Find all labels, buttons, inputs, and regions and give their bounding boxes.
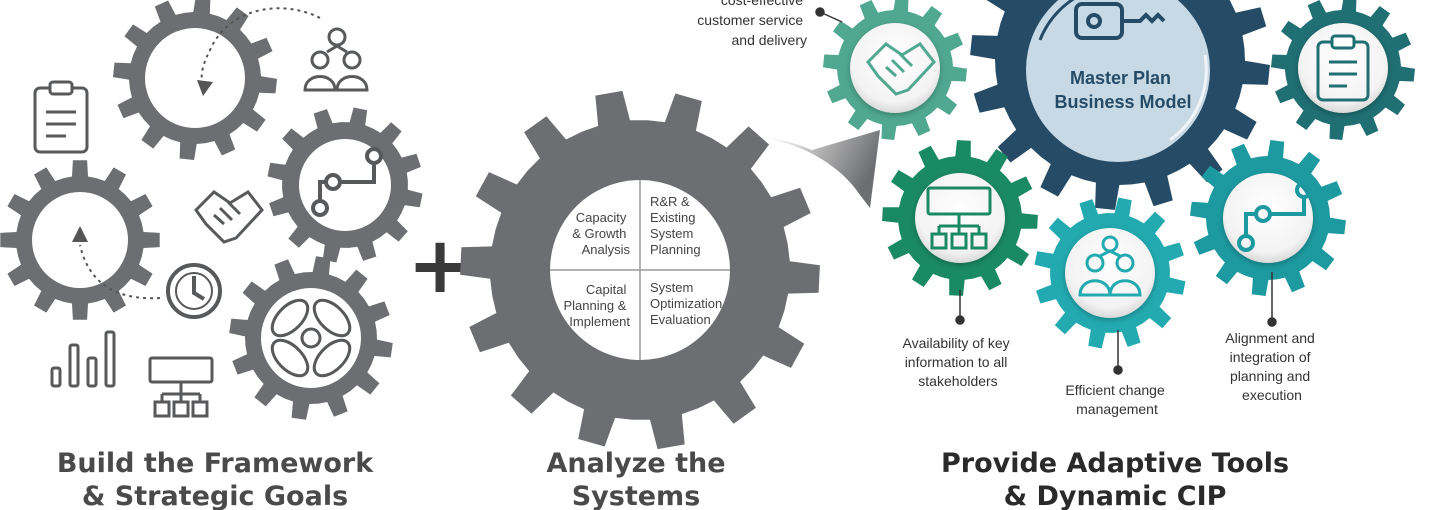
framework-caption-line1: Build the Framework <box>57 448 374 479</box>
key-icon <box>1074 2 1166 40</box>
callout-dot <box>1113 365 1123 375</box>
clock-icon <box>166 263 222 319</box>
rotation-arc <box>1038 0 1075 41</box>
clipboard-icon <box>1316 34 1370 102</box>
org-chart-icon <box>148 356 214 418</box>
framework-group: Build the Framework & Strategic Goals <box>0 0 423 510</box>
analyze-caption-line1: Analyze the <box>546 448 725 479</box>
arrow-head <box>197 80 213 96</box>
path-icon <box>1237 181 1313 252</box>
clipboard-icon <box>33 80 89 154</box>
handshake-icon <box>194 190 264 244</box>
handshake-icon <box>866 42 936 96</box>
quadrant-bottom-left: Capital Planning & Implement <box>563 282 630 329</box>
quadrant-top-left: Capacity & Growth Analysis <box>572 210 630 257</box>
flow-arrow <box>745 130 880 208</box>
callout-dot <box>1267 317 1277 327</box>
master-plan-label: Master Plan Business Model <box>1054 68 1191 112</box>
note-change: Efficient change management <box>1065 382 1168 417</box>
framework-caption-line2: & Strategic Goals <box>82 481 348 510</box>
quadrant-bottom-right: System Optimization Evaluation <box>650 280 726 327</box>
analyze-group: Capacity & Growth Analysis R&R & Existin… <box>460 90 820 510</box>
callout-dot <box>815 7 825 17</box>
callout-dot <box>955 315 965 325</box>
arrow-head <box>72 226 88 242</box>
rotation-arc <box>1169 54 1208 142</box>
analyze-caption-line2: Systems <box>572 481 701 510</box>
people-icon <box>1078 235 1142 297</box>
dashed-arc <box>79 244 161 300</box>
quadrant-top-right: R&R & Existing System Planning <box>650 194 701 257</box>
org-chart-icon <box>926 186 992 250</box>
note-availability: Availability of key information to all s… <box>902 335 1013 389</box>
tools-group: Master Plan Business Model <box>697 0 1415 510</box>
tools-caption-line2: & Dynamic CIP <box>1004 481 1227 510</box>
clipboard-disk <box>1298 23 1388 113</box>
note-service: cost-effective customer service and deli… <box>697 0 807 48</box>
path-icon <box>311 147 383 217</box>
hands-icon <box>270 298 352 378</box>
people-icon <box>303 27 369 92</box>
note-alignment: Alignment and integration of planning an… <box>1225 330 1318 403</box>
gear <box>113 0 277 160</box>
tools-caption-line1: Provide Adaptive Tools <box>941 448 1289 479</box>
bar-chart-icon <box>50 330 116 388</box>
dashed-arc <box>200 7 321 89</box>
master-plan-disk <box>1026 0 1210 162</box>
change-disk <box>1065 228 1155 318</box>
gear <box>267 107 423 263</box>
